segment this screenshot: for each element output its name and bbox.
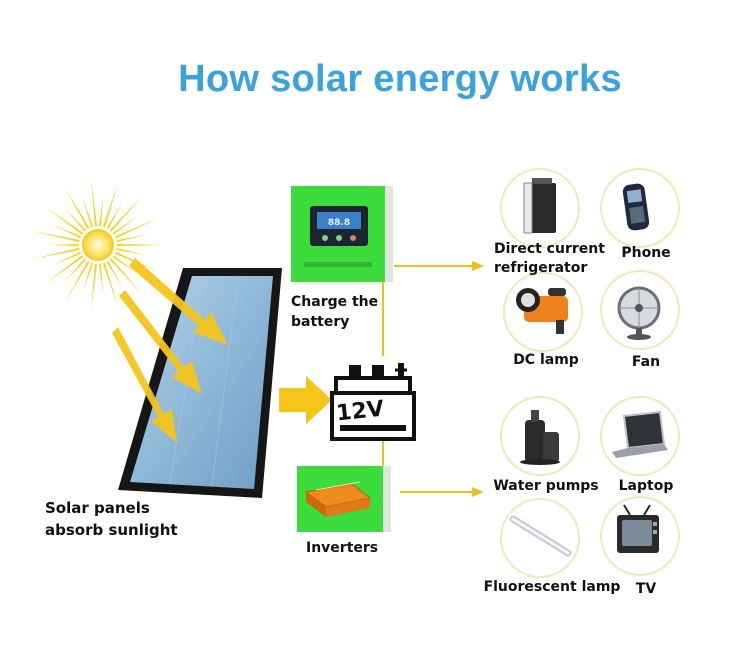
charge-controller-icon: 88.8: [291, 186, 393, 282]
sun-ray: [48, 244, 80, 246]
sun-ray: [91, 263, 98, 311]
device-circle-water-pumps: [500, 396, 580, 476]
sun-ray: [64, 258, 87, 283]
device-circles: [500, 168, 680, 578]
sun-ray: [106, 260, 123, 289]
sun-ray: [33, 247, 80, 259]
sun-ray: [99, 195, 104, 227]
sun-ray: [52, 224, 82, 239]
device-circle-laptop: [600, 396, 680, 476]
device-circle-fluorescent-lamp: [500, 498, 580, 578]
sun-icon: [33, 179, 164, 311]
sun-ray: [65, 260, 90, 303]
sun-ray: [112, 255, 139, 275]
device-label-phone: Phone: [621, 245, 671, 261]
sun-ray: [116, 234, 147, 242]
sun-ray: [106, 201, 123, 230]
sun-ray: [33, 231, 80, 243]
sunlight-arrows: [112, 258, 228, 443]
diagram-title: How solar energy works: [178, 58, 622, 100]
sun-ray: [116, 248, 147, 256]
sun-ray: [82, 197, 94, 228]
inverters-label: Inverters: [306, 540, 379, 556]
device-label-laptop: Laptop: [618, 478, 674, 494]
device-label-fan: Fan: [631, 354, 661, 370]
sun-ray: [114, 218, 159, 239]
wiring-arrowheads: [472, 261, 484, 497]
wiring-lines: [382, 265, 474, 493]
device-circle-tv: [600, 496, 680, 576]
battery-voltage-label: 12V: [335, 397, 385, 427]
device-label-fluorescent-lamp: Fluorescent lamp: [483, 579, 621, 595]
panel-to-battery-arrow: [279, 376, 332, 424]
sun-ray: [65, 187, 90, 230]
solar-panels-label: Solar panels absorb sunlight: [45, 499, 178, 539]
sun-ray: [52, 251, 82, 266]
sun-ray: [91, 179, 98, 227]
sun-ray: [64, 207, 87, 232]
device-label-water-pumps: Water pumps: [493, 478, 599, 494]
sun-ray: [116, 243, 164, 247]
sun-ray: [44, 206, 84, 235]
svg-text:88.8: 88.8: [328, 218, 350, 228]
sun-ray: [102, 182, 119, 228]
charge-battery-label: Charge the battery: [291, 294, 379, 330]
sun-ray: [109, 195, 143, 232]
sun-ray: [112, 215, 139, 235]
inverter-icon: [297, 466, 391, 532]
device-label-dc-lamp: DC lamp: [513, 352, 579, 368]
device-circle-dc-lamp: [503, 272, 583, 352]
sun-ray: [82, 262, 94, 293]
device-circle-phone: [600, 168, 680, 248]
solar-panel-icon: [118, 268, 282, 498]
device-circle-refrigerator: [500, 168, 580, 248]
sun-ray: [99, 263, 104, 295]
device-label-tv: TV: [635, 581, 657, 597]
sun-ray: [102, 262, 119, 308]
device-circle-fan: [600, 270, 680, 350]
battery-icon: 12V: [330, 363, 416, 441]
sun-ray: [109, 258, 143, 295]
sun-ray: [44, 255, 84, 284]
